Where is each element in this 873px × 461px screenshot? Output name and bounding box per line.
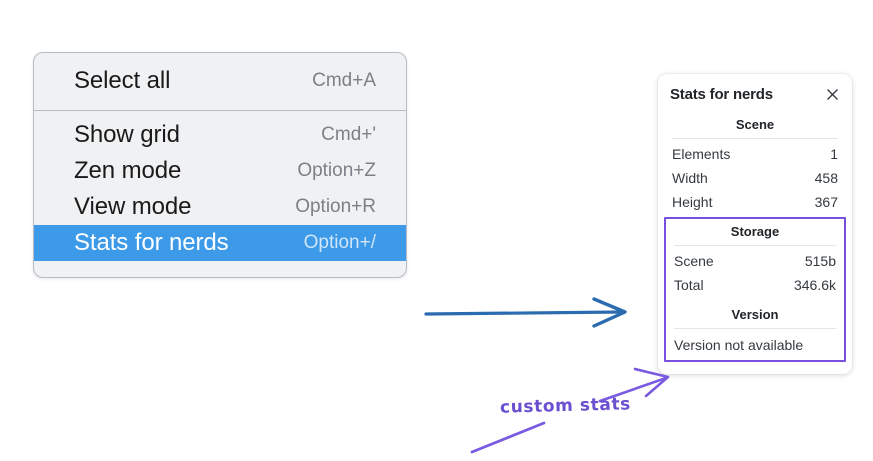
- menu-group-1: Select all Cmd+A: [34, 53, 406, 110]
- close-icon[interactable]: [824, 87, 840, 103]
- stat-row-storage-total: Total 346.6k: [672, 273, 838, 297]
- menu-item-select-all[interactable]: Select all Cmd+A: [34, 63, 406, 99]
- stat-label: Width: [672, 170, 708, 186]
- menu-item-shortcut: Option+/: [303, 232, 376, 253]
- menu-item-shortcut: Option+R: [295, 196, 376, 217]
- stat-value: 458: [814, 170, 838, 186]
- stat-value: 1: [830, 146, 838, 162]
- menu-item-label: Stats for nerds: [74, 229, 229, 256]
- storage-divider: [674, 245, 836, 246]
- stat-row-height: Height 367: [670, 190, 840, 214]
- stat-label: Total: [674, 277, 704, 293]
- scene-divider: [672, 138, 838, 139]
- stat-label: Height: [672, 194, 713, 210]
- stats-for-nerds-panel[interactable]: Stats for nerds Scene Elements 1 Width 4…: [658, 74, 852, 374]
- stat-row-width: Width 458: [670, 166, 840, 190]
- menu-item-shortcut: Cmd+': [321, 124, 376, 145]
- menu-item-stats-for-nerds[interactable]: Stats for nerds Option+/: [34, 225, 406, 261]
- stat-row-elements: Elements 1: [670, 142, 840, 166]
- menu-item-view-mode[interactable]: View mode Option+R: [34, 189, 406, 225]
- menu-item-shortcut: Cmd+A: [312, 70, 376, 91]
- menu-item-label: Select all: [74, 67, 171, 94]
- stat-row-storage-scene: Scene 515b: [672, 249, 838, 273]
- stat-value: 346.6k: [793, 277, 836, 293]
- stat-label: Scene: [674, 253, 714, 269]
- menu-separator: [34, 110, 406, 111]
- version-section-heading: Version: [731, 307, 779, 322]
- menu-item-label: View mode: [74, 193, 192, 220]
- context-menu[interactable]: Select all Cmd+A Show grid Cmd+' Zen mod…: [33, 52, 407, 278]
- version-text: Version not available: [674, 337, 804, 353]
- menu-item-shortcut: Option+Z: [297, 160, 376, 181]
- menu-item-label: Show grid: [74, 121, 180, 148]
- storage-section-heading: Storage: [730, 224, 780, 239]
- stats-panel-header: Stats for nerds: [670, 84, 840, 107]
- custom-stats-annotation-label: custom stats: [499, 394, 632, 418]
- stat-value: 367: [814, 194, 838, 210]
- version-divider: [674, 328, 836, 329]
- blue-arrow: [424, 297, 627, 328]
- stat-value: 515b: [804, 253, 836, 269]
- menu-item-label: Zen mode: [74, 157, 182, 184]
- stats-panel-title: Stats for nerds: [670, 86, 773, 103]
- scene-section-heading: Scene: [735, 117, 775, 132]
- purple-underline-stroke: [470, 421, 546, 454]
- menu-item-zen-mode[interactable]: Zen mode Option+Z: [34, 153, 406, 189]
- menu-group-2: Show grid Cmd+' Zen mode Option+Z View m…: [34, 111, 406, 277]
- custom-stats-highlight-box: Storage Scene 515b Total 346.6k Version …: [664, 217, 846, 362]
- menu-item-show-grid[interactable]: Show grid Cmd+': [34, 117, 406, 153]
- stat-label: Elements: [672, 146, 731, 162]
